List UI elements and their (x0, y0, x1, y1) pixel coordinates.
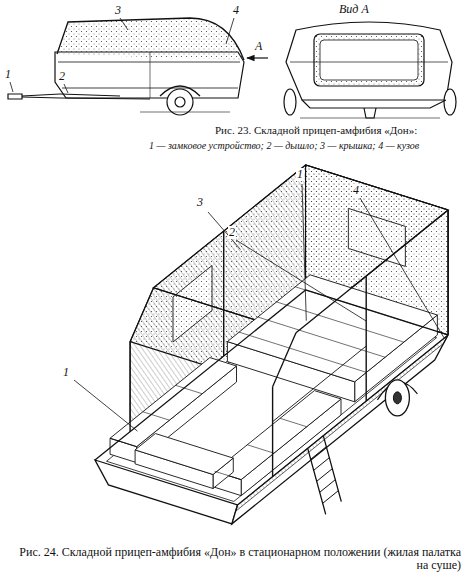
side-view (8, 18, 268, 115)
tent-pole (447, 210, 448, 335)
ladder-rung (323, 491, 339, 504)
ladder-rung (317, 469, 333, 482)
caption-text: Рис. 24. Складной прицеп-амфибия «Дон» в… (14, 546, 462, 572)
trailer-tent-view (74, 165, 448, 524)
tent-rail (273, 346, 367, 422)
callout-number: 1 (296, 168, 304, 181)
seat-cushion (247, 445, 274, 453)
caption-text: Рис. 23. Складной прицеп-амфибия «Дон»: (214, 124, 418, 136)
berth-cushion (277, 302, 404, 342)
leader-line (74, 380, 137, 431)
leader-line (302, 184, 306, 321)
callout-number: 4 (232, 4, 240, 17)
tent-pole (272, 387, 273, 477)
hull-gunwale (95, 290, 306, 460)
callout-number: 4 (352, 184, 360, 197)
ladder-rung (314, 458, 330, 471)
hull-strip (236, 335, 448, 511)
caption-text: 1 — замковое устройство; 2 — дышло; 3 — … (148, 140, 420, 151)
seat-cushion (280, 418, 307, 426)
wheel (385, 380, 409, 416)
callout-number: 1 (62, 366, 70, 379)
wheel-hub (393, 392, 401, 404)
callout-number: 2 (58, 70, 66, 83)
ladder (308, 436, 342, 515)
leader-line (360, 198, 444, 338)
callout-number: Вид А (338, 3, 370, 16)
tent-pole (129, 342, 130, 432)
tent-pole (223, 231, 224, 356)
callout-number: 3 (196, 196, 204, 209)
roof-edge (273, 333, 296, 387)
hull-side (232, 335, 448, 524)
roof-edge (296, 210, 448, 333)
callout-number: 3 (114, 4, 122, 17)
hull-bow (95, 460, 238, 524)
callout-number: 2 (228, 226, 236, 239)
callout-number: А (254, 40, 263, 53)
seat-cushion (215, 471, 242, 479)
leader-line (236, 240, 366, 321)
ladder-rung (320, 480, 336, 493)
callout-number: 1 (4, 68, 12, 81)
berth-cushion (239, 332, 366, 372)
tent-pole (366, 276, 367, 401)
bench-top (135, 434, 233, 475)
leader-line (208, 212, 241, 250)
ladder-rung (311, 447, 327, 460)
rear-view (284, 22, 456, 118)
